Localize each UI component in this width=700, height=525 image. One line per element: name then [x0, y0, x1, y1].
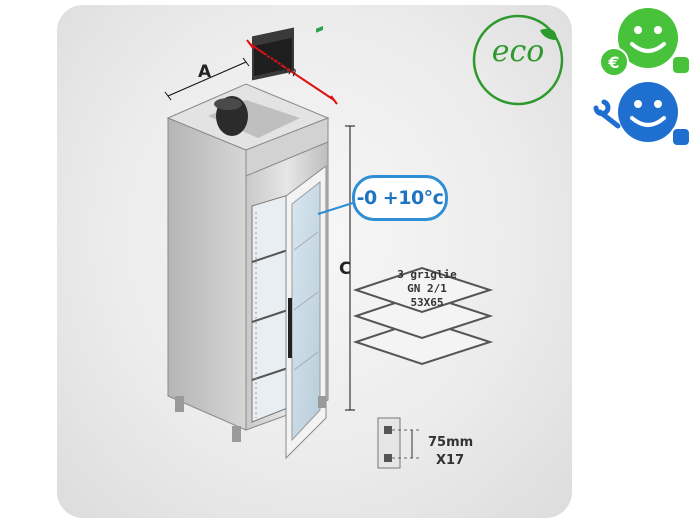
rail-pitch-icon [377, 417, 422, 469]
glass-door [285, 165, 327, 460]
rail-count: X17 [436, 453, 465, 468]
temperature-range-badge: -0 +10°c [352, 175, 448, 221]
euro-smiley-thumbs-up-icon: € [599, 8, 691, 77]
compressor-unit [214, 27, 294, 136]
grid-dimensions: 53X65 [410, 296, 444, 309]
fridge-feet [175, 396, 326, 442]
grid-spec-text: 3 griglie GN 2/1 53X65 [385, 268, 469, 310]
grid-count: 3 griglie [397, 268, 457, 281]
grid-size: GN 2/1 [407, 282, 447, 295]
temp-callout-line [317, 201, 357, 215]
eco-badge-ring [472, 14, 564, 106]
wrench-smiley-thumbs-up-icon [593, 82, 691, 147]
eco-leaf-icon [540, 28, 557, 40]
dimension-lines [164, 39, 355, 411]
grid-stack-icon [352, 266, 494, 366]
height-dimension-label: C [339, 259, 352, 279]
rail-spacing: 75mm [428, 435, 474, 450]
rail-pitch-text: 75mm X17 [428, 434, 473, 470]
width-dimension-label: A [198, 62, 212, 82]
door-handle [288, 298, 292, 358]
eco-label: eco [491, 34, 545, 69]
svg-text:€: € [607, 53, 619, 72]
